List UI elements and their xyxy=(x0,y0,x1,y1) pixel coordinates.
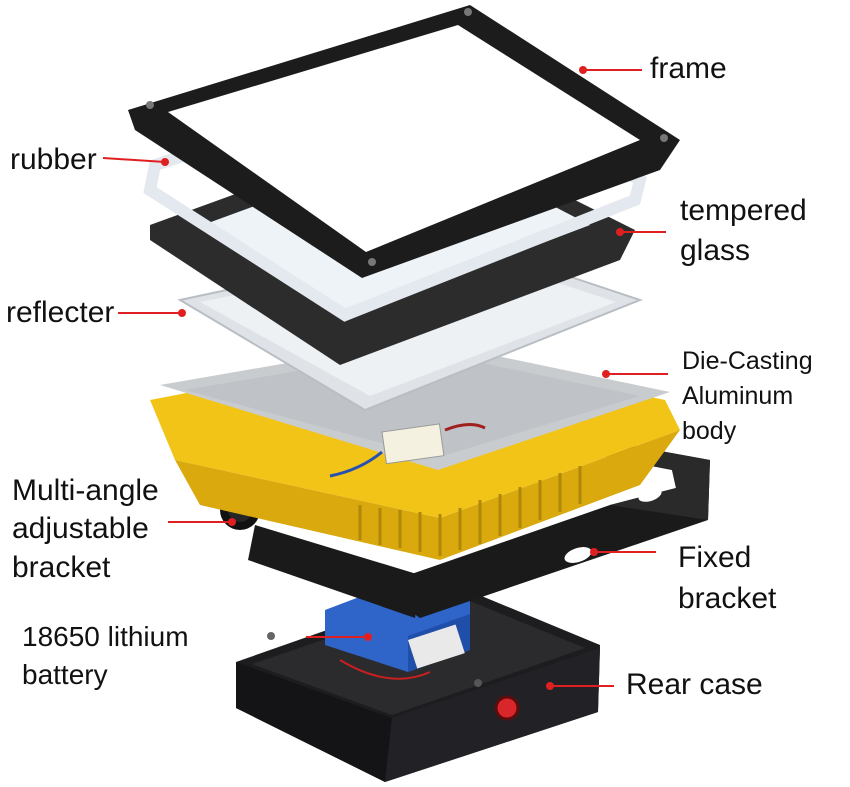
label-reflecter: reflecter xyxy=(6,296,115,329)
label-battery-line1: 18650 lithium xyxy=(22,621,189,652)
label-fixed-bracket-line2: bracket xyxy=(678,582,777,615)
screw-hole xyxy=(267,632,275,640)
label-die-casting-line3: body xyxy=(682,417,737,445)
label-tempered-glass-line2: glass xyxy=(680,234,751,267)
die-cast-housing xyxy=(150,340,680,560)
power-switch xyxy=(494,695,520,721)
label-multi-angle-line3: bracket xyxy=(12,551,111,584)
screw-hole xyxy=(474,679,482,687)
slot-hole xyxy=(564,547,592,563)
label-rear-case: Rear case xyxy=(626,668,763,701)
label-tempered-glass-line1: tempered xyxy=(680,194,807,227)
label-frame: frame xyxy=(650,52,727,85)
slot-hole xyxy=(638,488,662,502)
label-die-casting-line1: Die-Casting xyxy=(682,347,813,375)
leader-rubber xyxy=(102,157,166,163)
label-multi-angle-line2: adjustable xyxy=(12,512,149,545)
label-die-casting-line2: Aluminum xyxy=(682,382,794,410)
battery-label-sticker xyxy=(408,624,465,669)
leader-lines xyxy=(102,66,668,690)
frame xyxy=(128,5,680,278)
led-chip xyxy=(381,423,445,465)
label-multi-angle-line1: Multi-angle xyxy=(12,474,159,507)
label-fixed-bracket-line1: Fixed xyxy=(678,541,752,574)
label-battery-line2: battery xyxy=(22,659,108,690)
label-rubber: rubber xyxy=(10,143,97,176)
